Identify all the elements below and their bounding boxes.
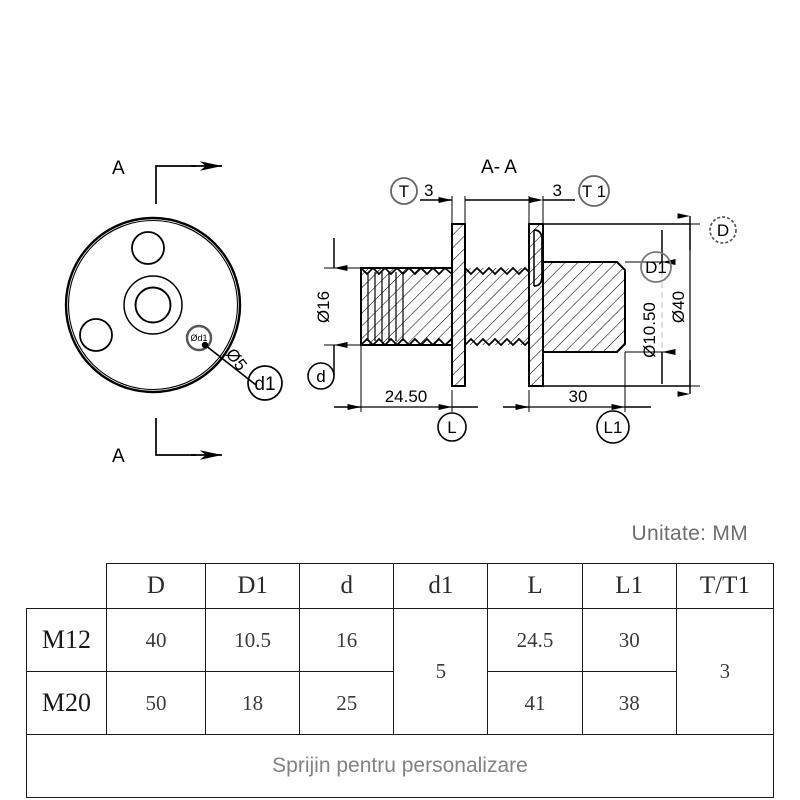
balloon-D1-circle: [640, 251, 672, 283]
cell-L-m12: 24.5: [487, 608, 583, 672]
front-view: A A Ød1 Ø5 d1: [64, 158, 283, 467]
section-view: A- A: [307, 157, 737, 444]
hole-diameter-callout: Ø5: [222, 345, 251, 375]
bore-diameter-dimension: Ø10.50: [625, 230, 676, 384]
th-corner: [26, 563, 107, 609]
cell-d-m20: 25: [299, 671, 395, 735]
section-arrow-bottom: [155, 418, 222, 460]
cell-D1-m20: 18: [205, 671, 301, 735]
thread-diameter-dimension: Ø16: [314, 238, 365, 375]
customization-note: Sprijin pentru personalizare: [26, 734, 774, 798]
table-footer-row: Sprijin pentru personalizare: [26, 734, 774, 798]
section-label-bottom: A: [112, 446, 125, 467]
leader-dot: [201, 341, 209, 349]
th-d: d: [299, 563, 395, 609]
balloon-T1-label: T 1: [582, 182, 606, 201]
keyway-notch: [533, 229, 543, 287]
balloon-L1-circle: [596, 410, 630, 444]
unit-note: Unitate: MM: [631, 522, 748, 545]
mid-shank: [464, 266, 530, 347]
right-cylinder-outline: [542, 223, 690, 387]
left-flange-plate: [451, 223, 466, 387]
th-D: D: [105, 563, 207, 609]
balloon-D1-label: D1: [645, 258, 667, 277]
thickness-right-value: 3: [553, 181, 562, 200]
cell-d1-merged: 5: [393, 608, 489, 735]
mounting-hole-top: [131, 231, 165, 265]
length-left-dimension: 24.50: [334, 345, 478, 412]
balloon-d1-front: [247, 365, 283, 401]
threaded-shank: [360, 266, 453, 347]
balloon-d-label: d: [316, 367, 325, 386]
cell-L1-m12: 30: [581, 608, 677, 672]
hole-leader-line: [204, 344, 257, 386]
th-L: L: [487, 563, 583, 609]
table-row: M12 40 10.5 16 5 24.5 30 3: [26, 608, 775, 735]
balloon-T1-circle: [578, 175, 610, 207]
balloon-D-circle: [709, 216, 737, 244]
thread-diameter-value: Ø16: [314, 291, 333, 323]
length-left-value: 24.50: [385, 387, 428, 406]
cell-size-m12: M12: [26, 608, 107, 672]
section-view-title: A- A: [481, 157, 517, 178]
cell-D-m20: 50: [105, 671, 207, 735]
section-label-top: A: [112, 158, 125, 179]
flange-diameter-value: Ø40: [669, 291, 688, 323]
th-d1: d1: [393, 563, 489, 609]
cell-size-m20: M20: [26, 671, 107, 735]
cell-L-m20: 41: [487, 671, 583, 735]
edge-balloon-circle: [185, 324, 213, 352]
edge-balloon-label: Ød1: [190, 333, 207, 343]
th-D1: D1: [205, 563, 301, 609]
specification-table: D D1 d d1 L L1 T/T1 M12 40 10.5 16 5 24.…: [26, 563, 775, 798]
flange-diameter-dimension: Ø40: [669, 213, 700, 397]
length-right-dimension: 30: [503, 352, 651, 412]
right-flange-plate: [528, 223, 544, 387]
table-header-row: D D1 d d1 L L1 T/T1: [26, 563, 775, 609]
cell-T-merged: 3: [675, 608, 775, 735]
balloon-L-circle: [437, 412, 467, 442]
cell-D1-m12: 10.5: [205, 608, 301, 672]
center-counterbore-circle: [123, 275, 183, 335]
cell-L1-m20: 38: [581, 671, 677, 735]
balloon-d-circle: [307, 362, 335, 390]
bore-diameter-value: Ø10.50: [640, 302, 659, 358]
thickness-dimensions: 3 3: [420, 181, 575, 226]
flange-outer-circle: [64, 216, 242, 394]
balloon-D-label: D: [717, 221, 729, 240]
balloon-T-circle: [390, 177, 418, 205]
center-bore-circle: [134, 286, 172, 324]
balloon-d1-front-label: d1: [254, 374, 275, 395]
balloon-T-label: T: [399, 182, 409, 201]
th-L1: L1: [581, 563, 677, 609]
table-row: M20 50 18 25 41 38: [26, 671, 774, 735]
th-T-T1: T/T1: [675, 563, 775, 609]
length-right-value: 30: [569, 387, 588, 406]
right-cylinder-body: [542, 261, 626, 353]
mounting-hole-left: [79, 318, 113, 352]
cell-D-m12: 40: [105, 608, 207, 672]
flange-inner-edge: [67, 219, 239, 391]
cell-d-m12: 16: [299, 608, 395, 672]
left-flange-outline: [452, 223, 465, 387]
balloon-L1-label: L1: [604, 418, 623, 437]
balloon-L-label: L: [447, 418, 456, 437]
thickness-left-value: 3: [424, 181, 433, 200]
section-arrow-top: [155, 161, 222, 204]
